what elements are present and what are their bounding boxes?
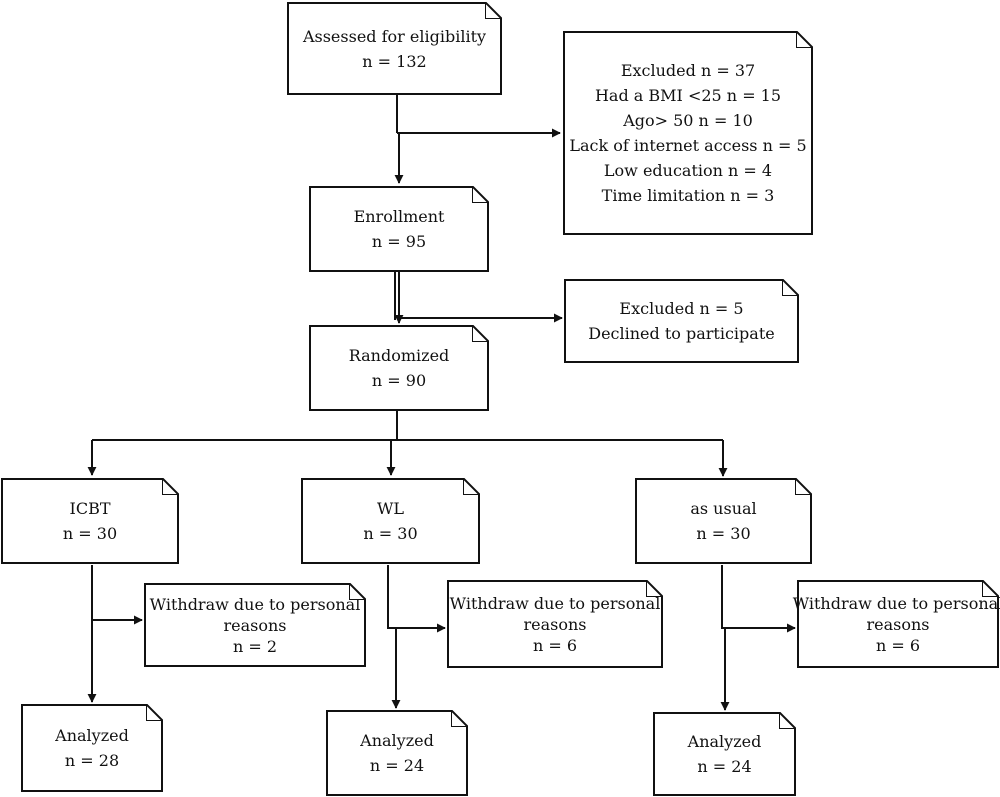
group-title: ICBT bbox=[69, 499, 111, 518]
group-count: n = 30 bbox=[62, 524, 118, 543]
excluded-box: Excluded n = 37 Had a BMI <25 n = 15 Ago… bbox=[563, 31, 813, 235]
group-as-usual-box: as usual n = 30 bbox=[635, 478, 812, 564]
arrow-assessed-to-enrollment bbox=[397, 95, 399, 183]
dog-ear-icon bbox=[485, 2, 502, 19]
dog-ear-icon bbox=[982, 580, 999, 597]
enrollment-title: Enrollment bbox=[353, 207, 445, 226]
dog-ear-icon bbox=[349, 583, 366, 600]
group-count: n = 30 bbox=[696, 524, 751, 543]
withdraw-count: n = 6 bbox=[532, 635, 578, 655]
dog-ear-icon bbox=[472, 186, 489, 203]
dog-ear-icon bbox=[162, 478, 179, 495]
assessed-box: Assessed for eligibility n = 132 bbox=[287, 2, 502, 95]
excluded-total: Excluded n = 37 bbox=[620, 61, 756, 80]
group-wl-box: WL n = 30 bbox=[301, 478, 480, 564]
randomized-count: n = 90 bbox=[371, 371, 427, 390]
assessed-title: Assessed for eligibility bbox=[302, 26, 487, 46]
group-title: WL bbox=[376, 499, 405, 518]
withdraw-reason-line1: Withdraw due to personal bbox=[792, 593, 1000, 613]
withdraw-as-usual-box: Withdraw due to personal reasons n = 6 bbox=[793, 580, 1000, 668]
dog-ear-icon bbox=[451, 710, 468, 727]
analyzed-count: n = 28 bbox=[64, 751, 120, 770]
enrollment-count: n = 95 bbox=[371, 232, 427, 251]
excluded-education: Low education n = 4 bbox=[603, 161, 773, 180]
analyzed-icbt-box: Analyzed n = 28 bbox=[21, 704, 163, 792]
analyzed-as-usual-box: Analyzed n = 24 bbox=[653, 712, 796, 796]
declined-reason: Declined to participate bbox=[588, 324, 775, 343]
withdraw-wl-box: Withdraw due to personal reasons n = 6 bbox=[447, 580, 663, 668]
withdraw-count: n = 2 bbox=[232, 636, 278, 656]
excluded-time: Time limitation n = 3 bbox=[601, 186, 775, 205]
dog-ear-icon bbox=[646, 580, 663, 597]
withdraw-reason-line2: reasons bbox=[523, 614, 587, 634]
declined-box: Excluded n = 5 Declined to participate bbox=[564, 279, 799, 363]
dog-ear-icon bbox=[463, 478, 480, 495]
analyzed-wl-box: Analyzed n = 24 bbox=[326, 710, 468, 796]
dog-ear-icon bbox=[795, 478, 812, 495]
withdraw-reason-line2: reasons bbox=[223, 615, 287, 635]
arrow-enrollment-to-randomized bbox=[395, 270, 399, 323]
analyzed-title: Analyzed bbox=[360, 731, 434, 750]
assessed-count: n = 132 bbox=[362, 51, 427, 71]
dog-ear-icon bbox=[472, 325, 489, 342]
group-title: as usual bbox=[690, 499, 757, 518]
withdraw-reason-line2: reasons bbox=[866, 614, 930, 634]
analyzed-count: n = 24 bbox=[369, 756, 425, 775]
group-count: n = 30 bbox=[363, 524, 418, 543]
withdraw-count: n = 6 bbox=[875, 635, 921, 655]
excluded-internet: Lack of internet access n = 5 bbox=[569, 136, 807, 155]
withdraw-reason-line1: Withdraw due to personal bbox=[449, 593, 661, 613]
group-icbt-box: ICBT n = 30 bbox=[1, 478, 179, 564]
excluded-bmi: Had a BMI <25 n = 15 bbox=[594, 86, 782, 105]
analyzed-title: Analyzed bbox=[55, 726, 129, 745]
declined-total: Excluded n = 5 bbox=[619, 299, 744, 318]
randomized-box: Randomized n = 90 bbox=[309, 325, 489, 411]
dog-ear-icon bbox=[146, 704, 163, 721]
randomized-title: Randomized bbox=[348, 346, 450, 365]
dog-ear-icon bbox=[796, 31, 813, 48]
enrollment-box: Enrollment n = 95 bbox=[309, 186, 489, 272]
excluded-age: Ago> 50 n = 10 bbox=[623, 111, 753, 130]
withdraw-reason-line1: Withdraw due to personal bbox=[149, 594, 361, 614]
analyzed-title: Analyzed bbox=[687, 732, 762, 751]
dog-ear-icon bbox=[779, 712, 796, 729]
dog-ear-icon bbox=[782, 279, 799, 296]
withdraw-icbt-box: Withdraw due to personal reasons n = 2 bbox=[144, 583, 366, 667]
analyzed-count: n = 24 bbox=[697, 757, 752, 776]
